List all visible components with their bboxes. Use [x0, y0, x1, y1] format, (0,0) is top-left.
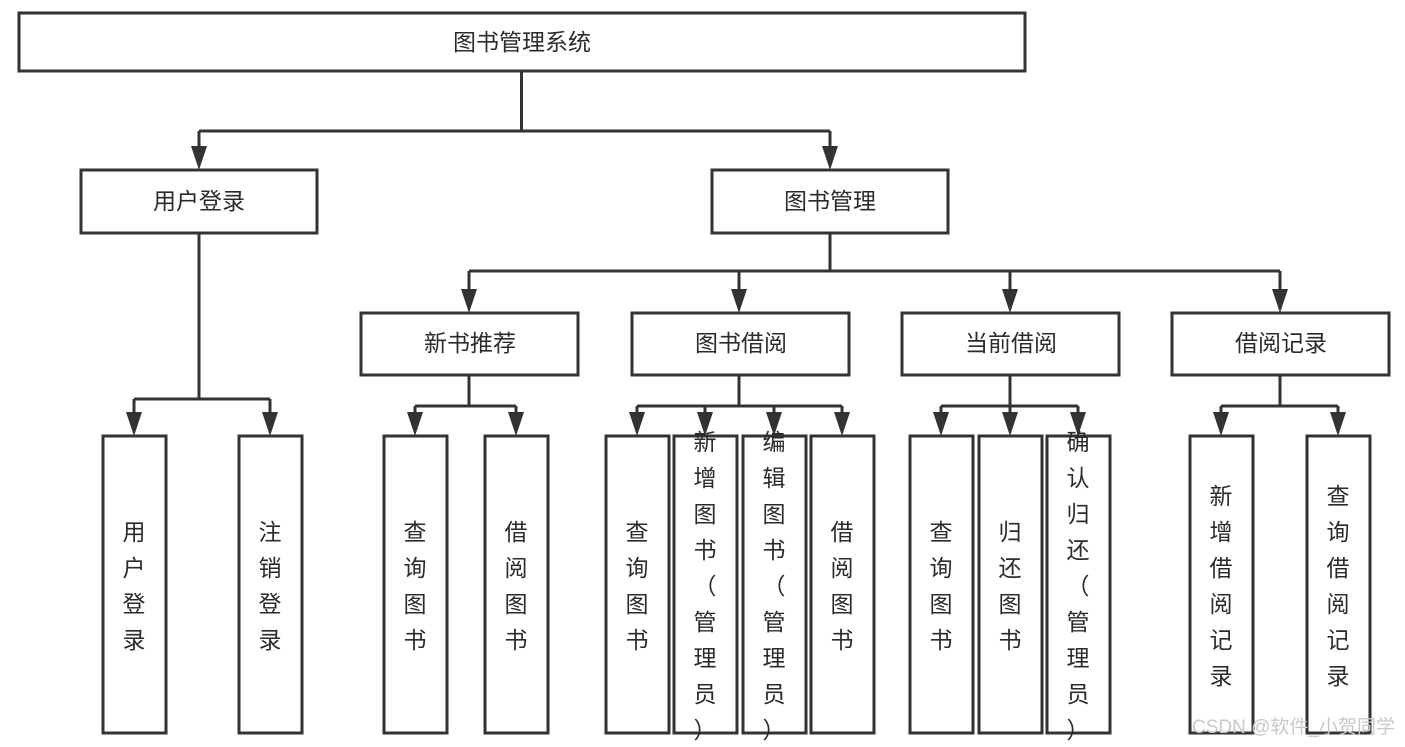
arrow-head-borrow-record — [1272, 289, 1288, 313]
arrow-head-query-book-3 — [933, 412, 949, 436]
arrow-head-book-manage — [822, 146, 838, 170]
node-leaf-logout-label: 注销登录 — [259, 519, 282, 653]
node-leaf-user-login-box[interactable] — [101, 434, 168, 735]
node-book-manage-box[interactable] — [710, 168, 950, 235]
node-leaf-add-book-box[interactable] — [672, 434, 739, 735]
arrow-head-add-record — [1213, 412, 1229, 436]
node-user-login[interactable]: 用户登录 — [79, 168, 319, 235]
arrow-head-borrow-book-1 — [508, 412, 524, 436]
node-leaf-query-book-1-label: 查询图书 — [404, 519, 427, 653]
node-leaf-borrow-book-1[interactable]: 借阅图书 — [483, 434, 550, 735]
arrow-head-book-borrow — [731, 289, 747, 313]
node-leaf-return-book-label: 归还图书 — [999, 519, 1022, 653]
arrow-head-borrow-book-2 — [834, 412, 850, 436]
arrow-head-leaf-user-login — [126, 412, 142, 436]
node-leaf-query-book-2-label: 查询图书 — [626, 519, 649, 653]
csdn-watermark: CSDN @软件_小贺同学 — [1192, 716, 1395, 738]
node-leaf-add-record[interactable]: 新增借阅记录 — [1188, 434, 1255, 735]
node-leaf-query-record-box[interactable] — [1305, 434, 1372, 735]
node-leaf-confirm-return[interactable]: 确认归还（管理员） — [1045, 429, 1112, 743]
node-leaf-logout[interactable]: 注销登录 — [237, 434, 304, 735]
node-leaf-query-record[interactable]: 查询借阅记录 — [1305, 434, 1372, 735]
node-leaf-user-login-label: 用户登录 — [123, 519, 146, 653]
arrow-head-current-borrow — [1002, 289, 1018, 313]
node-current-borrow-box[interactable] — [900, 311, 1121, 377]
node-leaf-query-book-3-label: 查询图书 — [930, 519, 953, 653]
node-leaf-edit-book-box[interactable] — [741, 434, 808, 735]
arrow-head-query-record — [1330, 412, 1346, 436]
node-leaf-return-book[interactable]: 归还图书 — [977, 434, 1044, 735]
node-book-borrow-label: 图书借阅 — [695, 330, 787, 356]
arrow-head-user-login — [191, 146, 207, 170]
arrow-head-query-book-1 — [407, 412, 423, 436]
node-leaf-query-book-1[interactable]: 查询图书 — [382, 434, 449, 735]
node-current-borrow[interactable]: 当前借阅 — [900, 311, 1121, 377]
node-book-borrow[interactable]: 图书借阅 — [630, 311, 851, 377]
node-leaf-query-record-label: 查询借阅记录 — [1327, 483, 1350, 689]
node-leaf-edit-book-label: 编辑图书（管理员） — [763, 429, 786, 743]
node-current-borrow-label: 当前借阅 — [965, 330, 1057, 356]
node-leaf-add-book-label: 新增图书（管理员） — [694, 429, 717, 743]
node-leaf-borrow-book-1-label: 借阅图书 — [505, 519, 528, 653]
arrow-head-add-book — [697, 412, 713, 436]
node-leaf-query-book-2-box[interactable] — [604, 434, 671, 735]
node-leaf-query-book-3[interactable]: 查询图书 — [908, 434, 975, 735]
node-root-label: 图书管理系统 — [453, 29, 591, 55]
node-new-book-recommend[interactable]: 新书推荐 — [359, 311, 580, 377]
node-leaf-logout-box[interactable] — [237, 434, 304, 735]
node-root-box[interactable] — [17, 11, 1027, 73]
node-new-book-recommend-box[interactable] — [359, 311, 580, 377]
node-leaf-borrow-book-2-label: 借阅图书 — [831, 519, 854, 653]
arrow-head-edit-book — [766, 412, 782, 436]
arrow-head-query-book-2 — [629, 412, 645, 436]
node-leaf-user-login[interactable]: 用户登录 — [101, 434, 168, 735]
node-leaf-borrow-book-2-box[interactable] — [809, 434, 876, 735]
node-user-login-label: 用户登录 — [153, 188, 245, 214]
node-leaf-edit-book[interactable]: 编辑图书（管理员） — [741, 429, 808, 743]
node-new-book-recommend-label: 新书推荐 — [424, 330, 516, 356]
node-leaf-query-book-1-box[interactable] — [382, 434, 449, 735]
arrow-head-confirm-return — [1070, 412, 1086, 436]
node-leaf-query-book-2[interactable]: 查询图书 — [604, 434, 671, 735]
node-borrow-record-box[interactable] — [1170, 311, 1391, 377]
node-book-borrow-box[interactable] — [630, 311, 851, 377]
node-leaf-confirm-return-box[interactable] — [1045, 434, 1112, 735]
node-leaf-confirm-return-label: 确认归还（管理员） — [1067, 429, 1090, 743]
node-user-login-box[interactable] — [79, 168, 319, 235]
node-borrow-record[interactable]: 借阅记录 — [1170, 311, 1391, 377]
node-book-manage[interactable]: 图书管理 — [710, 168, 950, 235]
node-leaf-query-book-3-box[interactable] — [908, 434, 975, 735]
node-leaf-borrow-book-2[interactable]: 借阅图书 — [809, 434, 876, 735]
edges-layer — [126, 71, 1346, 436]
arrow-head-return-book — [1002, 412, 1018, 436]
node-book-manage-label: 图书管理 — [784, 188, 876, 214]
node-leaf-borrow-book-1-box[interactable] — [483, 434, 550, 735]
node-leaf-add-book[interactable]: 新增图书（管理员） — [672, 429, 739, 743]
node-leaf-return-book-box[interactable] — [977, 434, 1044, 735]
arrow-head-leaf-logout — [262, 412, 278, 436]
node-leaf-add-record-label: 新增借阅记录 — [1210, 483, 1233, 689]
node-leaf-add-record-box[interactable] — [1188, 434, 1255, 735]
arrow-head-new-book-recommend — [461, 289, 477, 313]
node-borrow-record-label: 借阅记录 — [1235, 330, 1327, 356]
node-root[interactable]: 图书管理系统 — [17, 11, 1027, 73]
